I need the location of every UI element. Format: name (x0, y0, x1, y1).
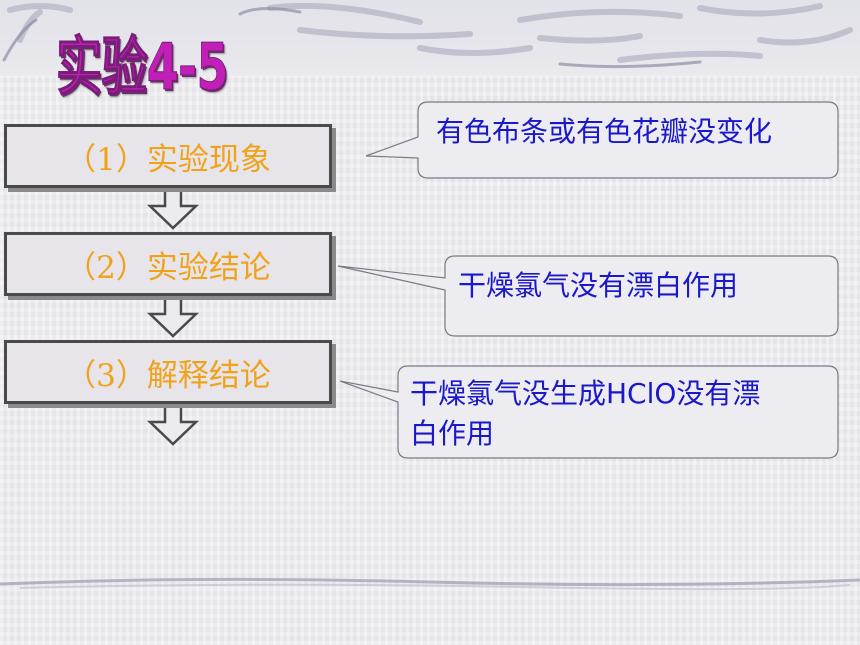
arrow-3-icon (146, 404, 200, 446)
callout-3-text: 干燥氯气没生成HClO没有漂 白作用 (410, 374, 760, 454)
step-2-label: （2）实验结论 (65, 249, 271, 286)
step-1-box: （1）实验现象 (4, 124, 332, 188)
callout-3-line-1: 干燥氯气没生成HClO没有漂 (410, 377, 761, 410)
callout-1-shape (365, 101, 839, 179)
arrow-2-icon (146, 296, 200, 338)
arrow-1-icon (146, 188, 200, 230)
step-3-label: （3）解释结论 (65, 357, 271, 394)
header-decoration (2, 2, 853, 69)
callout-3-shape (339, 365, 839, 459)
callout-3-line-2: 白作用 (410, 417, 495, 450)
bottom-decoration (0, 577, 860, 591)
step-2-box: （2）实验结论 (4, 232, 332, 296)
step-3-box: （3）解释结论 (4, 340, 332, 404)
slide-title: 实验4-5 (56, 31, 229, 106)
callout-2-shape (337, 255, 839, 337)
step-1-label: （1）实验现象 (65, 141, 271, 178)
callout-2-text: 干燥氯气没有漂白作用 (458, 269, 739, 302)
callout-1-text: 有色布条或有色花瓣没变化 (436, 115, 773, 148)
